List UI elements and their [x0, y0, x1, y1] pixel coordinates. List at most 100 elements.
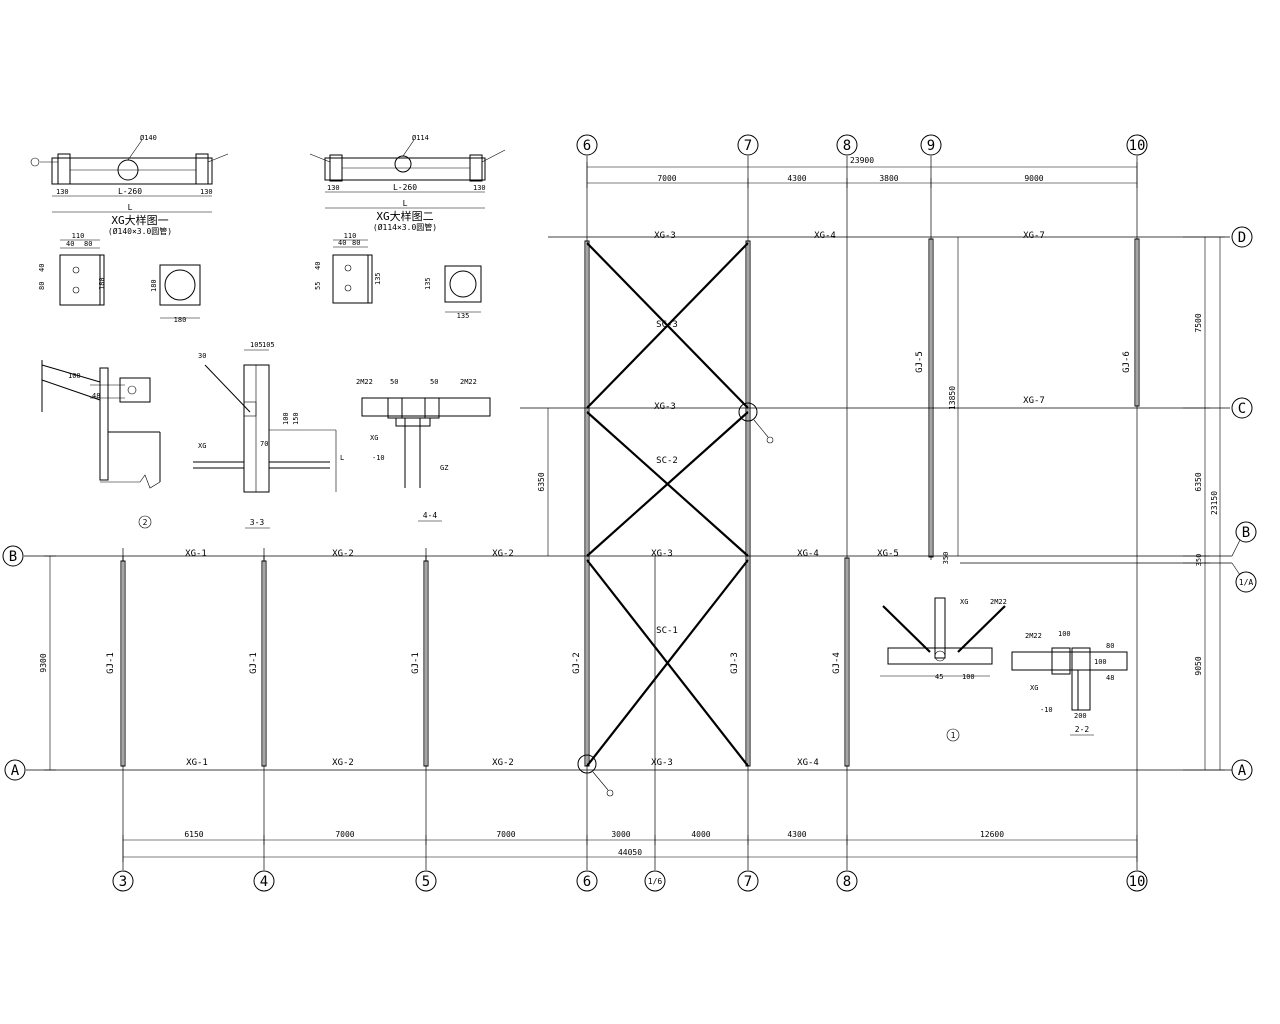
d44-plate: -10 [372, 454, 385, 462]
axis-bubble-left-B: B [2, 545, 24, 567]
svg-text:4: 4 [260, 874, 268, 890]
svg-text:9: 9 [927, 138, 935, 154]
xg1-end-right: 130 [200, 188, 213, 196]
d44-bolt-right: 2M22 [460, 378, 477, 386]
xg2-box-w: 135 [457, 312, 470, 320]
axis-bubble-bottom-3: 3 [112, 870, 134, 892]
axis-bubble-top-8: 8 [836, 134, 858, 156]
right-dimensions: 7500 6350 350 9050 23150 [1183, 236, 1225, 771]
detail-xg1: Ø140 130 L-260 130 L XG大样图一 (Ø140×3.0圆管)… [30, 134, 229, 324]
d2-dim-b: 48 [92, 392, 100, 400]
dim-bottom-7: 12600 [980, 830, 1004, 839]
d33-dim-a: 105 [250, 341, 263, 349]
xg2-plate-b: 80 [352, 239, 360, 247]
d44-bolt-left: 2M22 [356, 378, 373, 386]
d1-xg: XG [960, 598, 968, 606]
axis-bubble-top-9: 9 [920, 134, 942, 156]
axis-bubble-right-D: D [1231, 226, 1253, 248]
axis-bubble-left-A: A [4, 759, 26, 781]
xg2-plate-h: 135 [374, 272, 382, 285]
xg2-end-left: 130 [327, 184, 340, 192]
xg1-plate-c: 40 [38, 264, 46, 272]
svg-text:D: D [1238, 230, 1246, 246]
svg-text:B: B [9, 549, 17, 565]
axis-bubble-right-1-A: 1/A [1235, 571, 1257, 593]
d22-dim-b: 80 [1106, 642, 1114, 650]
dim-bottom-6: 4300 [787, 830, 806, 839]
dim-right-4: 9050 [1194, 656, 1203, 675]
label-gj1b: GJ-1 [249, 652, 259, 674]
d44-dim-b: 50 [430, 378, 438, 386]
label-gj1a: GJ-1 [106, 652, 116, 674]
xg1-end-left: 130 [56, 188, 69, 196]
d22-label: 2-2 [1075, 725, 1090, 734]
xg2-box-h: 135 [424, 277, 432, 290]
axis-bubble-bottom-1-6: 1/6 [644, 870, 666, 892]
d33-angle: 30 [198, 352, 206, 360]
dim-bottom-4: 3000 [611, 830, 630, 839]
d33-dim-b: 105 [262, 341, 275, 349]
svg-text:6: 6 [583, 138, 591, 154]
svg-text:1/6: 1/6 [648, 877, 663, 886]
inner-dimensions: 9300 6350 13850 350 [39, 237, 959, 771]
dim-right-overall: 23150 [1210, 491, 1219, 515]
d33-label: 3-3 [250, 518, 265, 527]
dim-top-2: 4300 [787, 174, 806, 183]
d1-label: 1 [951, 731, 956, 740]
label-top-xg4: XG-4 [814, 231, 836, 241]
dim-c-d: 13850 [948, 386, 957, 410]
label-b-xg5: XG-5 [877, 549, 899, 559]
xg2-plate-w: 110 [344, 232, 357, 240]
dim-top-overall: 23900 [850, 156, 874, 165]
dim-col-gap: 350 [942, 552, 950, 565]
right-axis-bubbles: D C B 1/A A [1231, 226, 1257, 781]
dim-top-1: 7000 [657, 174, 676, 183]
axis-bubble-bottom-6: 6 [576, 870, 598, 892]
bottom-axis-bubbles: 3 4 5 6 1/6 7 8 10 [112, 870, 1148, 892]
xg1-plate-w: 110 [72, 232, 85, 240]
xg1-dia: Ø140 [140, 134, 157, 142]
detail-2-2: 2M22 100 80 100 48 XG -10 200 2-2 [1011, 630, 1128, 736]
xg1-plate-d: 80 [38, 282, 46, 290]
grid-axes [24, 156, 1232, 870]
xg2-total: L [403, 199, 408, 208]
axis-bubble-top-6: 6 [576, 134, 598, 156]
svg-text:3: 3 [119, 874, 127, 890]
member-labels: XG-3 XG-4 XG-7 XG-3 XG-7 XG-1 XG-2 XG-2 … [106, 231, 1132, 768]
svg-text:10: 10 [1129, 138, 1146, 154]
d22-dim-e: 200 [1074, 712, 1087, 720]
dim-bottom-3: 7000 [496, 830, 515, 839]
axis-bubble-right-B: B [1235, 521, 1257, 543]
dim-right-2: 6350 [1194, 472, 1203, 491]
svg-text:A: A [11, 763, 20, 779]
label-b-xg4: XG-4 [797, 549, 819, 559]
xg1-plate-h: 180 [98, 277, 106, 290]
label-sc1: SC-1 [656, 626, 678, 636]
svg-text:C: C [1238, 401, 1246, 417]
label-c-xg3: XG-3 [654, 402, 676, 412]
label-a-xg4: XG-4 [797, 758, 819, 768]
label-top-xg3: XG-3 [654, 231, 676, 241]
label-gj1c: GJ-1 [411, 652, 421, 674]
svg-text:8: 8 [843, 874, 851, 890]
svg-text:6: 6 [583, 874, 591, 890]
xg2-plate-a: 40 [338, 239, 346, 247]
d33-dim-d: 150 [292, 412, 300, 425]
xg1-length: L-260 [118, 187, 142, 196]
svg-text:10: 10 [1129, 874, 1146, 890]
axis-bubble-right-C: C [1231, 397, 1253, 419]
xg1-box-h: 180 [150, 279, 158, 292]
xg2-title: XG大样图二 [376, 209, 433, 223]
dim-top-4: 9000 [1024, 174, 1043, 183]
label-gj4: GJ-4 [832, 652, 842, 674]
d44-dim-a: 50 [390, 378, 398, 386]
bottom-dimensions: 6150 7000 7000 3000 4000 4300 12600 4405… [122, 830, 1138, 862]
label-a-xg3: XG-3 [651, 758, 673, 768]
xg1-title: XG大样图一 [111, 213, 168, 227]
svg-text:A: A [1238, 763, 1247, 779]
xg2-spec: (Ø114×3.0圆管) [373, 222, 437, 232]
d2-dim-a: 100 [68, 372, 81, 380]
xg2-end-right: 130 [473, 184, 486, 192]
dim-bottom-2: 7000 [335, 830, 354, 839]
